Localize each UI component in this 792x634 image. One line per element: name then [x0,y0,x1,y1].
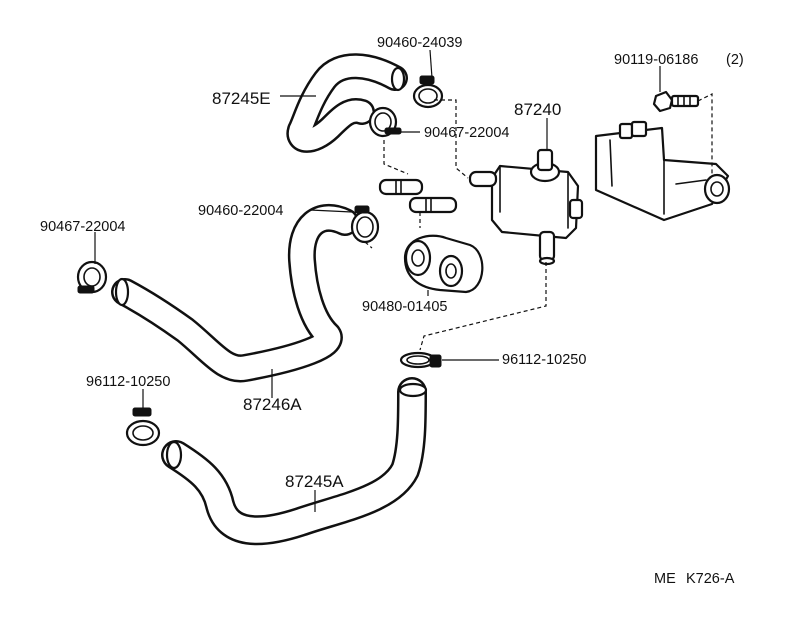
label-96112-10250-right: 96112-10250 [502,352,586,368]
label-96112-10250-left: 96112-10250 [86,374,170,390]
clamp-90460-24039[interactable] [412,75,444,109]
valve-87240[interactable] [468,148,584,266]
label-90460-22004: 90460-22004 [198,203,283,219]
diagram-code: K726-A [686,571,735,587]
cushion-90480-01405[interactable] [403,234,484,294]
label-87245A: 87245A [285,472,344,491]
label-90119-quantity: (2) [726,52,744,68]
label-90480-01405: 90480-01405 [362,299,447,315]
label-87240: 87240 [514,100,561,119]
bracket[interactable] [594,120,731,222]
label-87245E: 87245E [212,89,271,108]
clamp-90467-22004-left[interactable] [76,260,108,294]
label-90460-24039: 90460-24039 [377,35,462,51]
label-90467-22004-upper: 90467-22004 [424,125,509,141]
bolt-90119-06186[interactable] [652,90,700,113]
clamp-90460-22004[interactable] [350,205,380,244]
hose-87246A[interactable] [111,204,359,383]
pipe-connector-lower[interactable] [408,196,458,214]
part-number-labels: 90460-24039 87245E 90467-22004 87240 901… [40,35,744,587]
label-90119-06186: 90119-06186 [614,52,698,68]
clamp-96112-10250-left[interactable] [125,407,161,447]
hose-87245A[interactable] [161,377,428,546]
alignment-lines [364,93,713,351]
clamp-90467-22004-upper[interactable] [368,106,402,138]
label-87246A: 87246A [243,395,302,414]
label-90467-22004-left: 90467-22004 [40,219,125,235]
leader-lines [94,49,661,512]
hose-87245E[interactable] [286,53,408,153]
pipe-connector-upper[interactable] [378,178,424,196]
clamp-96112-10250-right[interactable] [399,351,442,369]
diagram-code-prefix: ME [654,571,676,587]
